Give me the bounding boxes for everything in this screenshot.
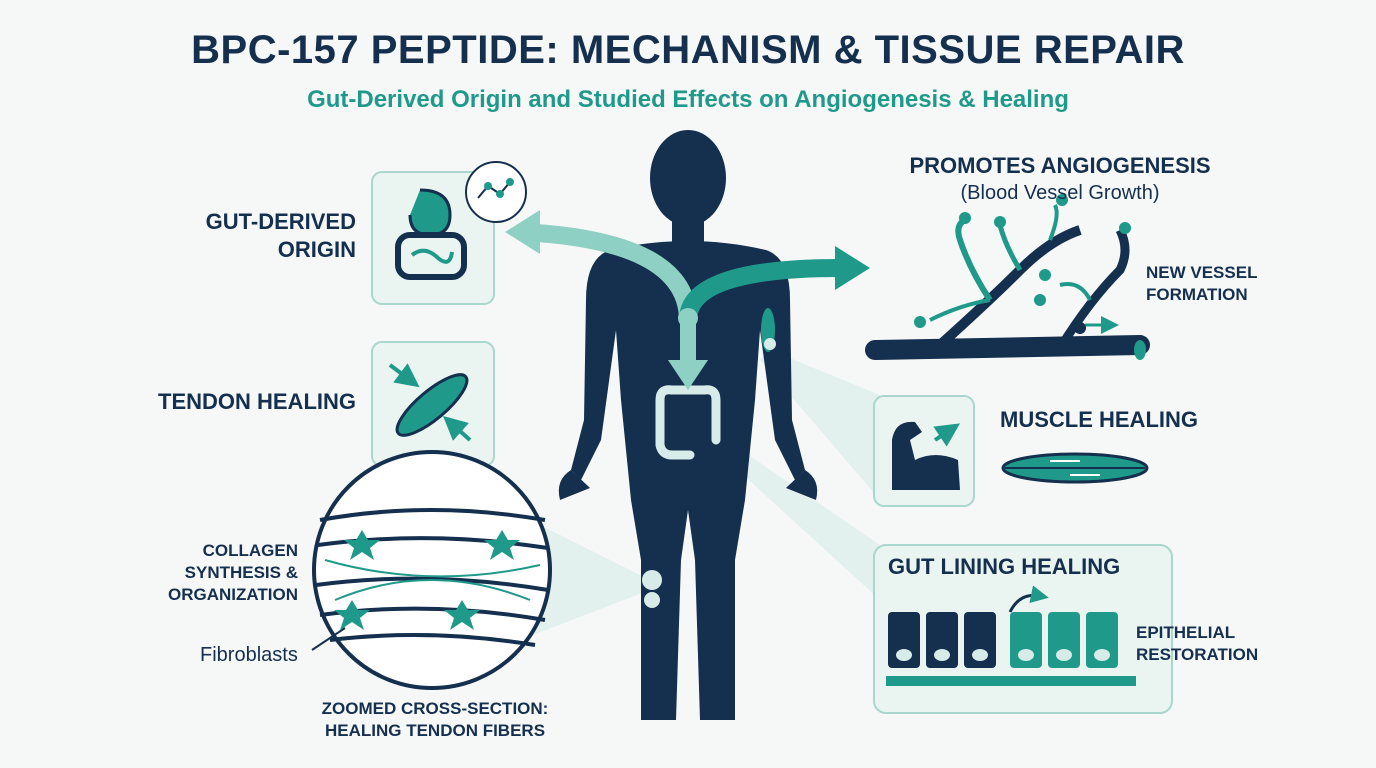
collagen-label: COLLAGEN SYNTHESIS & ORGANIZATION [167, 541, 298, 604]
fibroblasts-pointer [311, 627, 346, 651]
gut-origin-label: GUT-DERIVED ORIGIN [205, 209, 356, 262]
fibroblasts-label: Fibroblasts [200, 644, 298, 666]
molecule-icon [477, 181, 511, 199]
fibroblast-icon [334, 600, 370, 630]
knee-cap-icon [644, 592, 660, 608]
arm-muscle-focus [764, 338, 776, 350]
arrow-head-angiogenesis [835, 246, 870, 290]
arrow-junction [678, 308, 698, 328]
knee-joint-icon [642, 570, 662, 590]
angiogenesis-title: PROMOTES ANGIOGENESIS [909, 153, 1211, 178]
epithelial-label: EPITHELIAL RESTORATION [1136, 623, 1259, 664]
stomach-icon [408, 188, 452, 237]
page-subtitle: Gut-Derived Origin and Studied Effects o… [307, 86, 1069, 113]
arrow-head-gut-origin [505, 210, 540, 254]
new-vessel-label: NEW VESSEL FORMATION [1146, 263, 1258, 304]
page-title: BPC-157 PEPTIDE: MECHANISM & TISSUE REPA… [191, 28, 1185, 72]
vessel-illustration [865, 194, 1150, 360]
tendon-cross-section [312, 450, 552, 690]
fibroblast-icon [484, 530, 520, 560]
small-intestine-icon [410, 248, 454, 264]
fibroblast-icon [444, 600, 480, 630]
epithelial-cells-icon [886, 585, 1136, 686]
tendon-icon [395, 373, 469, 437]
fibroblast-icon [344, 530, 380, 560]
gut-zoom-beam [705, 430, 880, 600]
tendon-healing-label: TENDON HEALING [158, 389, 356, 414]
muscle-healing-label: MUSCLE HEALING [1000, 407, 1198, 432]
human-silhouette [558, 130, 818, 720]
gut-lining-label: GUT LINING HEALING [888, 554, 1121, 579]
angiogenesis-subtitle: (Blood Vessel Growth) [960, 182, 1160, 204]
zoom-caption: ZOOMED CROSS-SECTION: HEALING TENDON FIB… [321, 699, 549, 740]
intestine-icon [395, 232, 467, 280]
flexed-arm-icon [892, 421, 960, 490]
arrow-head-gut [668, 360, 708, 390]
